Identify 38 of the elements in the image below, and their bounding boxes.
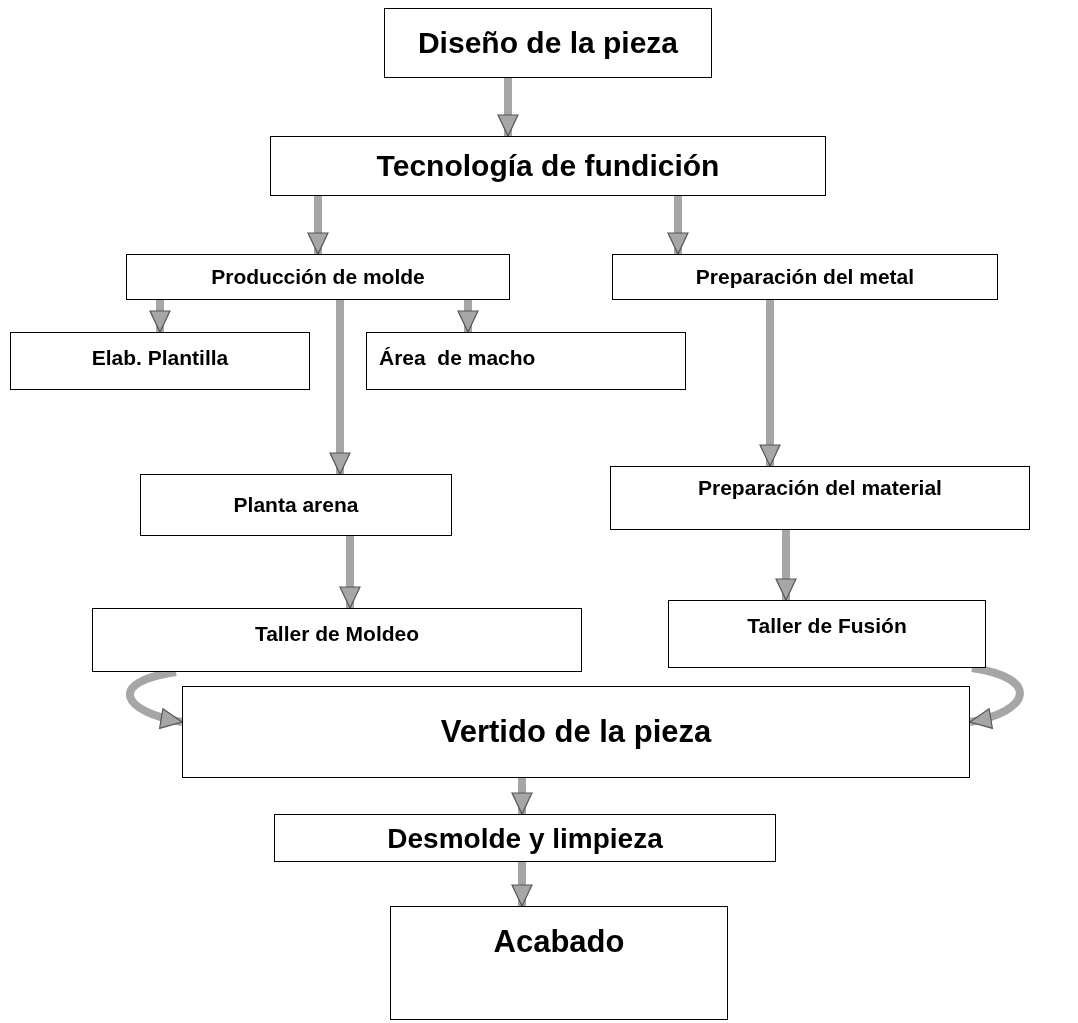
box-label: Desmolde y limpieza bbox=[387, 821, 663, 856]
box-label: Área de macho bbox=[379, 345, 536, 371]
block-arrow bbox=[149, 300, 171, 333]
box-label: Tecnología de fundición bbox=[376, 148, 720, 185]
block-arrow bbox=[457, 300, 479, 333]
process-box bbox=[140, 474, 452, 536]
box-label: Preparación del metal bbox=[695, 263, 915, 290]
process-box bbox=[610, 466, 1030, 530]
process-box bbox=[126, 254, 510, 300]
box-label: Planta arena bbox=[233, 491, 359, 518]
process-box bbox=[366, 332, 686, 390]
block-arrow bbox=[775, 530, 797, 601]
block-arrow bbox=[511, 778, 533, 815]
process-box bbox=[384, 8, 712, 78]
block-arrow bbox=[329, 300, 351, 475]
block-arrow bbox=[667, 196, 689, 255]
box-label: Taller de Fusión bbox=[747, 613, 907, 639]
process-box bbox=[270, 136, 826, 196]
block-arrow bbox=[759, 300, 781, 467]
block-arrow bbox=[339, 536, 361, 609]
box-label: Producción de molde bbox=[211, 263, 425, 290]
process-box bbox=[182, 686, 970, 778]
box-label: Vertido de la pieza bbox=[440, 712, 712, 751]
block-arrow bbox=[307, 196, 329, 255]
process-box bbox=[274, 814, 776, 862]
block-arrow bbox=[969, 664, 1024, 728]
box-label: Elab. Plantilla bbox=[91, 345, 229, 371]
process-box bbox=[612, 254, 998, 300]
box-label: Diseño de la pieza bbox=[417, 25, 679, 62]
process-box bbox=[92, 608, 582, 672]
box-label: Taller de Moldeo bbox=[254, 621, 420, 647]
box-label: Preparación del material bbox=[698, 475, 942, 501]
process-box bbox=[10, 332, 310, 390]
box-label: Acabado bbox=[493, 923, 625, 961]
process-box bbox=[668, 600, 986, 668]
process-box bbox=[390, 906, 728, 1020]
block-arrow bbox=[511, 862, 533, 907]
block-arrow bbox=[497, 78, 519, 137]
